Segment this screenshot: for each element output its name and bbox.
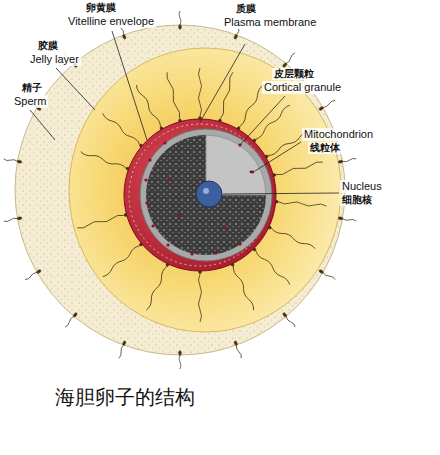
mitochondrion xyxy=(249,171,254,174)
sperm xyxy=(234,341,243,359)
cortical-granule xyxy=(145,201,148,204)
cortical-granule xyxy=(190,252,193,255)
mitochondrion xyxy=(167,179,172,182)
part-label: 卵黄膜 xyxy=(84,2,118,14)
sperm xyxy=(179,11,182,29)
sperm xyxy=(266,225,316,250)
part-label: Cortical granule xyxy=(262,81,343,94)
sperm-tail xyxy=(179,11,181,25)
jelly-coat-surface xyxy=(15,25,345,355)
sperm xyxy=(319,269,336,280)
sperm xyxy=(273,200,327,208)
part-label: Sperm xyxy=(12,95,48,108)
caption: 海胆卵子的结构 xyxy=(55,384,195,411)
leader-line xyxy=(200,44,245,122)
leader-line xyxy=(56,68,95,110)
part-label: Vitelline envelope xyxy=(66,15,156,28)
part-label: Plasma membrane xyxy=(222,16,318,29)
part-label: 质膜 xyxy=(234,3,258,15)
inner-sperm-group xyxy=(77,68,327,322)
sperm xyxy=(77,213,130,230)
nucleus xyxy=(196,181,222,207)
sperm-tail xyxy=(199,68,202,116)
leader-line xyxy=(112,31,147,140)
sperm xyxy=(118,341,127,359)
sperm xyxy=(64,312,78,328)
sperm xyxy=(80,150,131,171)
cortical-granule xyxy=(144,178,147,181)
sperm xyxy=(135,84,164,132)
sperm xyxy=(251,246,291,286)
leader-line xyxy=(30,110,55,140)
mitochondrion xyxy=(222,227,227,230)
part-label: Nucleus xyxy=(340,180,384,193)
sperm xyxy=(235,84,264,132)
leader-line xyxy=(255,142,301,171)
cytoplasm xyxy=(146,135,266,255)
cortical-granule xyxy=(214,251,217,254)
vitelline-envelope xyxy=(124,119,276,271)
sperm xyxy=(282,52,296,68)
sperm xyxy=(251,104,291,144)
sperm xyxy=(338,158,356,164)
mitochondrion xyxy=(177,214,182,217)
outer-sperm-group xyxy=(3,11,356,369)
leader-line xyxy=(223,193,339,194)
sperm xyxy=(282,312,296,328)
part-label: 线粒体 xyxy=(308,142,342,154)
part-label: Jelly layer xyxy=(28,53,81,66)
plasma-membrane xyxy=(129,124,271,266)
part-label: 精子 xyxy=(20,82,44,94)
part-label: 胶膜 xyxy=(36,40,60,52)
cortical-granule xyxy=(166,243,169,246)
sperm xyxy=(199,68,202,122)
part-label: 皮层颗粒 xyxy=(272,68,316,80)
mitochondria xyxy=(167,171,254,230)
sperm xyxy=(3,158,21,164)
cortical-granule xyxy=(151,224,154,227)
cortical-granule xyxy=(163,141,166,144)
cut-surface xyxy=(140,129,272,261)
sperm xyxy=(24,269,41,280)
sperm xyxy=(230,261,255,311)
sperm xyxy=(199,268,202,322)
sperm-head xyxy=(179,25,182,30)
sperm xyxy=(338,217,356,223)
cortical-granule xyxy=(148,158,151,161)
sperm xyxy=(102,241,145,278)
part-label: Mitochondrion xyxy=(302,128,375,141)
sperm xyxy=(145,261,170,311)
sperm xyxy=(319,99,336,110)
leader-line xyxy=(240,96,285,145)
nucleolus xyxy=(203,188,209,194)
cortical-granules xyxy=(144,141,241,255)
sperm xyxy=(179,351,182,369)
sperm xyxy=(218,72,235,125)
sperm xyxy=(271,161,324,178)
sperm xyxy=(102,112,145,149)
cortical-granule xyxy=(238,242,241,245)
sperm xyxy=(166,72,183,125)
part-label: 细胞核 xyxy=(340,194,374,206)
sperm xyxy=(3,217,21,223)
